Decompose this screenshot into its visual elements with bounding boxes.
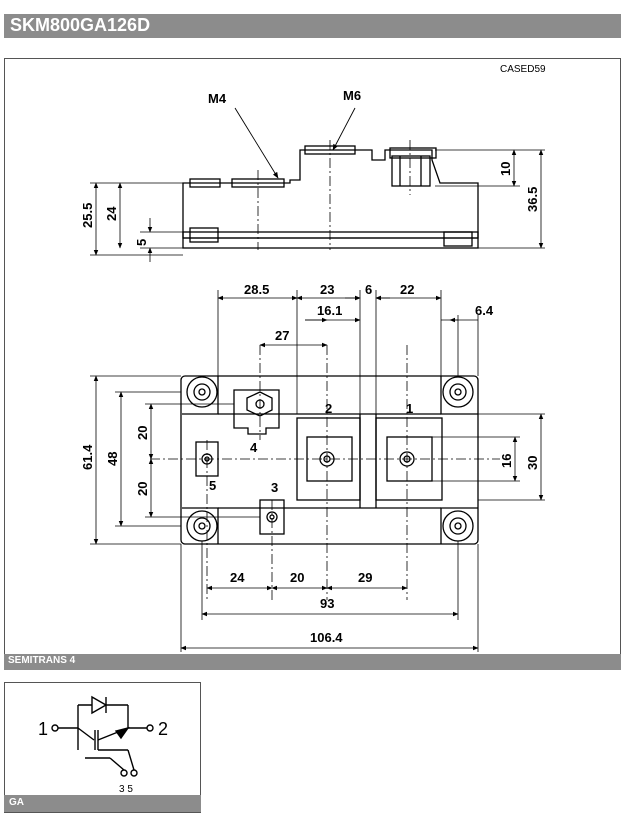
package-footer: SEMITRANS 4 [4, 654, 621, 670]
dim-61-4: 61.4 [80, 444, 95, 470]
dim-16-1: 16.1 [317, 303, 342, 318]
dim-10: 10 [498, 162, 513, 176]
dim-28-5: 28.5 [244, 282, 269, 297]
dim-20-lower: 20 [135, 482, 150, 496]
dim-106-4: 106.4 [310, 630, 343, 645]
igbt-circuit-symbol [51, 695, 154, 777]
dim-27: 27 [275, 328, 289, 343]
dim-5: 5 [134, 239, 149, 246]
dim-24-side: 24 [104, 206, 119, 221]
dim-16: 16 [499, 454, 514, 468]
dim-22: 22 [400, 282, 414, 297]
dim-48: 48 [105, 452, 120, 466]
circuit-footer: GA [4, 795, 201, 812]
dim-20-bottom: 20 [290, 570, 304, 585]
circuit-frame [4, 682, 201, 813]
title-bar: SKM800GA126D [4, 14, 621, 38]
terminal-5-label: 5 [209, 478, 216, 493]
case-code: CASED59 [500, 64, 546, 75]
terminal-1-label: 1 [406, 401, 413, 416]
circuit-pin-1: 1 [38, 719, 48, 739]
terminal-4-label: 4 [250, 440, 258, 455]
dim-6-4: 6.4 [475, 303, 494, 318]
dim-24-bottom: 24 [230, 570, 245, 585]
dim-36-5: 36.5 [525, 187, 540, 212]
dim-20-upper: 20 [135, 426, 150, 440]
part-number-title: SKM800GA126D [10, 15, 151, 35]
thread-m6-label: M6 [343, 88, 361, 103]
circuit-pins-3-5: 3 5 [119, 784, 133, 795]
thread-m4-label: M4 [208, 91, 227, 106]
package-name: SEMITRANS 4 [8, 655, 76, 666]
circuit-pin-2: 2 [158, 719, 168, 739]
terminal-2-label: 2 [325, 401, 332, 416]
circuit-type-label: GA [9, 797, 24, 808]
dim-25-5: 25.5 [80, 203, 95, 228]
dim-29: 29 [358, 570, 372, 585]
dim-23: 23 [320, 282, 334, 297]
dim-93: 93 [320, 596, 334, 611]
dim-6: 6 [365, 282, 372, 297]
side-view [182, 145, 479, 249]
dim-30: 30 [525, 456, 540, 470]
terminal-3-label: 3 [271, 480, 278, 495]
